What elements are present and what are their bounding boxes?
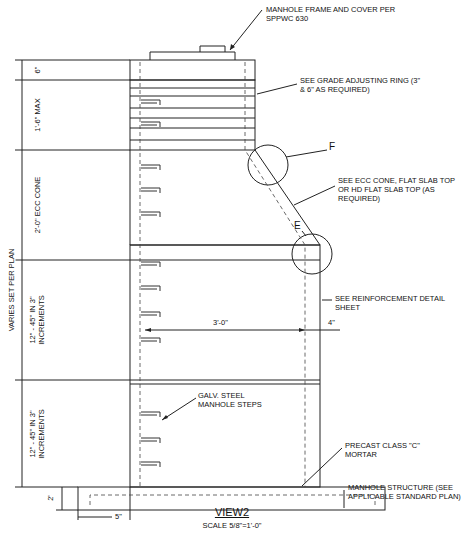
dimension: 6" [33, 66, 42, 75]
dimension: 1'-6" MAX [33, 97, 42, 132]
manhole-step [141, 212, 160, 217]
manhole-step [141, 188, 160, 193]
manhole-step [141, 438, 160, 443]
dimension: VARIES SET PER PLAN [7, 248, 16, 333]
callout-note: SEE ECC CONE, FLAT SLAB TOP OR HD FLAT S… [338, 176, 468, 203]
callout-note: PRECAST CLASS "C" MORTAR [345, 441, 450, 459]
manhole-step [141, 122, 160, 127]
manhole-step [141, 262, 160, 267]
view-caption: VIEW2 [215, 506, 249, 518]
dimension: 2'-0" ECC CONE [33, 176, 42, 235]
dimension: 2' [46, 494, 55, 502]
manhole-step [141, 462, 160, 467]
manhole-step [141, 312, 160, 317]
manhole-step [141, 165, 160, 170]
detail-letter: E [294, 220, 301, 232]
scale-note: SCALE 5/8"=1'-0" [202, 521, 261, 530]
dimension: 12" - 45" IN 3" INCREMENTS [28, 393, 46, 475]
callout-note: GALV. STEEL MANHOLE STEPS [198, 391, 278, 409]
callout-note: SEE GRADE ADJUSTING RING (3" & 6" AS REQ… [300, 76, 425, 94]
dimension: 12" - 45" IN 3" INCREMENTS [28, 279, 46, 361]
manhole-step [141, 338, 160, 343]
dimension: 4" [327, 318, 336, 327]
manhole-step [141, 100, 160, 105]
manhole-step [141, 286, 160, 291]
callout-note: MANHOLE FRAME AND COVER PER SPPWC 630 [266, 5, 396, 23]
manhole-step [141, 412, 160, 417]
detail-letter: F [329, 141, 335, 153]
dimension: 3'-0" [212, 318, 229, 327]
callout-note: SEE REINFORCEMENT DETAIL SHEET [335, 294, 445, 312]
callout-note: MANHOLE STRUCTURE (SEE APPLICABLE STANDA… [348, 483, 470, 501]
dimension: 5" [115, 512, 122, 521]
